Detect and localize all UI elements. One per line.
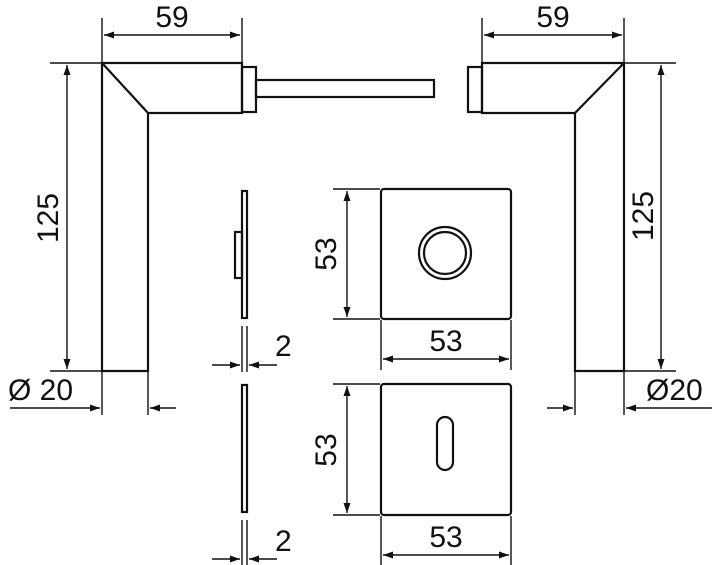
rose-thickness-label: 2 <box>275 330 292 363</box>
escutcheon-thickness-label: 2 <box>275 525 292 558</box>
rose-width-label: 53 <box>429 325 462 358</box>
right-width-dimension: 59 <box>481 1 625 62</box>
left-diameter-label: Ø 20 <box>8 374 73 407</box>
escutcheon-width-dimension: 53 <box>380 516 512 565</box>
left-height-label: 125 <box>32 193 65 243</box>
square-escutcheon-front <box>379 382 513 517</box>
left-width-dimension: 59 <box>101 1 243 62</box>
left-diameter-dimension: Ø 20 <box>8 372 176 415</box>
rose-height-label: 53 <box>310 237 343 270</box>
right-diameter-dimension: Ø20 <box>547 372 712 415</box>
rose-side-profile: 2 <box>212 189 292 372</box>
escutcheon-side-profile: 2 <box>212 383 292 565</box>
escutcheon-height-dimension: 53 <box>310 383 380 516</box>
escutcheon-height-label: 53 <box>310 433 343 466</box>
rose-height-dimension: 53 <box>310 188 380 320</box>
left-lever-handle <box>100 61 436 373</box>
right-height-dimension: 125 <box>625 62 676 372</box>
left-width-label: 59 <box>155 1 188 34</box>
left-height-dimension: 125 <box>32 62 101 372</box>
square-rose-front <box>379 187 513 321</box>
right-lever-handle <box>466 61 626 373</box>
right-width-label: 59 <box>536 1 569 34</box>
right-diameter-label: Ø20 <box>646 374 703 407</box>
right-height-label: 125 <box>627 191 660 241</box>
escutcheon-width-label: 53 <box>429 521 462 554</box>
rose-width-dimension: 53 <box>380 320 512 370</box>
